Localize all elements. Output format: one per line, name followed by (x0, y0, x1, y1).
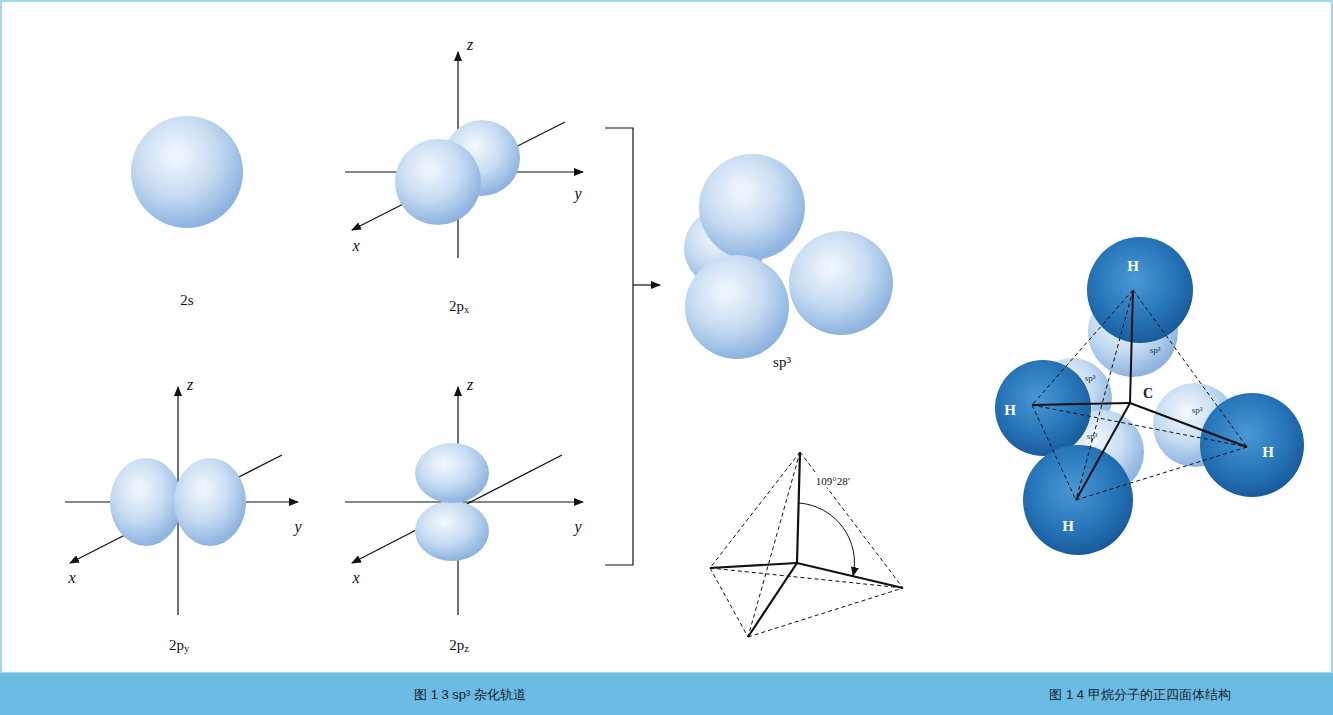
figure-frame (1, 1, 1332, 673)
orbital-label: 2py (169, 638, 189, 653)
sp3-lobe (685, 255, 789, 359)
subscript: y (184, 643, 189, 654)
atom-label: H (1262, 445, 1274, 460)
axis-label: x (68, 570, 75, 586)
p-lobe (395, 139, 481, 225)
axes (345, 52, 583, 258)
atom-label: C (1143, 387, 1153, 401)
atom-label: H (1127, 259, 1139, 274)
subscript: z (464, 643, 469, 654)
p-lobe (110, 458, 182, 546)
orbital-label: 2pz (449, 638, 469, 653)
tetrahedron (710, 452, 903, 637)
axis-label: x (352, 238, 359, 254)
axis-label: x (352, 570, 359, 586)
axes (345, 387, 583, 615)
sp3-lobe (789, 231, 893, 335)
caption-band (0, 673, 1333, 715)
label-part: 2p (449, 637, 464, 653)
lobe-label: sp³ (1150, 346, 1161, 355)
p-lobe (415, 443, 489, 503)
figure-caption: 图 1 4 甲烷分子的正四面体结构 (1049, 688, 1230, 701)
lobe-label: sp³ (1087, 432, 1098, 441)
bracket (605, 128, 633, 565)
label-part: 2p (169, 637, 184, 653)
p-lobe (415, 501, 489, 561)
axis-label: z (467, 377, 473, 393)
angle-label: 109°28′ (815, 475, 851, 488)
lobe-label: sp³ (1192, 406, 1203, 415)
atom-label: H (1062, 519, 1074, 534)
axis-label: y (574, 186, 581, 202)
orbital-label: 2px (449, 299, 469, 314)
subscript: x (464, 304, 469, 315)
sp3-lobe (699, 154, 805, 260)
axes (65, 387, 298, 615)
p-lobe (174, 458, 246, 546)
orbital-label: 2s (180, 293, 193, 308)
axis-label: y (574, 519, 581, 535)
axis-label: y (294, 519, 301, 535)
atom-label: H (1004, 403, 1016, 418)
axis-label: z (467, 37, 473, 53)
lobe-label: sp³ (1085, 374, 1096, 383)
axis-label: z (187, 377, 193, 393)
arrow (633, 284, 660, 285)
methane-model (995, 237, 1304, 555)
orbital-label: sp³ (773, 355, 791, 370)
s-orbital (131, 116, 243, 228)
label-part: 2p (449, 298, 464, 314)
figure-caption: 图 1 3 sp³ 杂化轨道 (414, 688, 526, 701)
